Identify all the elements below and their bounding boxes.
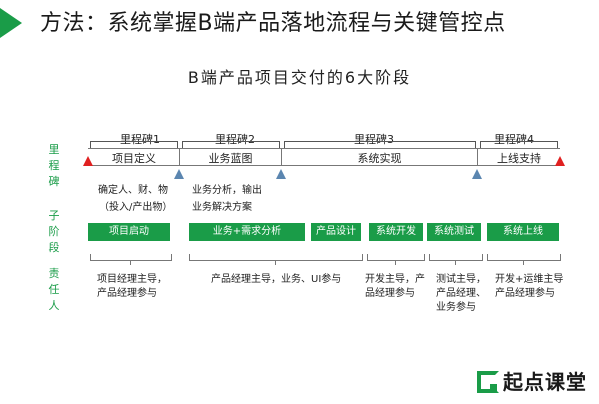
- responsibility-launch-line2: 产品经理参与: [495, 288, 555, 299]
- phase-2-description-line2: 业务解决方案: [192, 202, 252, 213]
- phase-label-blueprint: 业务蓝图: [208, 152, 253, 165]
- header-arrow-icon: [0, 8, 22, 38]
- page-title: 方法：系统掌握B端产品落地流程与关键管控点: [40, 11, 506, 36]
- responsibility-launch-line1: 开发+运维主导: [495, 274, 564, 285]
- brand-name: 起点课堂: [503, 370, 587, 394]
- milestone-3-label: 里程碑3: [354, 133, 394, 146]
- timeline-divider: [179, 148, 180, 165]
- slide-subtitle: B端产品项目交付的6大阶段: [187, 68, 412, 87]
- subphase-system-testing: 系统测试: [427, 223, 481, 241]
- milestone-2-bracket: [182, 141, 280, 149]
- responsibility-bracket-tick: [455, 260, 456, 265]
- responsibility-kickoff-line1: 项目经理主导，: [97, 274, 167, 285]
- milestone-marker-icon: [174, 169, 184, 179]
- phase-label-launch-support: 上线支持: [497, 152, 541, 165]
- timeline-top-line: [88, 148, 560, 149]
- milestone-marker-icon: [276, 169, 286, 179]
- milestone-3-bracket: [284, 141, 476, 149]
- phase-2-description-line1: 业务分析，输出: [192, 185, 262, 196]
- timeline-divider: [281, 148, 282, 165]
- responsibility-bracket-tick: [395, 260, 396, 265]
- milestone-1-bracket: [90, 141, 178, 149]
- responsibility-bracket: [367, 254, 425, 261]
- subphase-project-kickoff: 项目启动: [88, 223, 170, 241]
- responsibility-development-line1: 开发主导，产: [365, 274, 425, 285]
- responsibility-testing-line3: 业务参与: [436, 302, 476, 313]
- brand-logo-icon: [477, 370, 499, 393]
- responsibility-bracket: [429, 254, 483, 261]
- responsibility-analysis-design: 产品经理主导，业务、UI参与: [211, 274, 342, 285]
- responsibility-bracket: [189, 254, 363, 261]
- responsibility-bracket-tick: [130, 260, 131, 265]
- responsibility-development-line2: 品经理参与: [365, 288, 415, 299]
- end-marker-icon: [555, 156, 565, 166]
- phase-1-description-line2: （投入/产出物）: [99, 202, 173, 213]
- responsibility-testing-line2: 产品经理、: [436, 288, 486, 299]
- side-label-subphase: 子阶段: [48, 209, 60, 254]
- subphase-product-design: 产品设计: [311, 223, 361, 241]
- milestone-4-bracket: [480, 141, 558, 149]
- subphase-business-requirement-analysis: 业务+需求分析: [189, 223, 305, 241]
- milestone-1-label: 里程碑1: [120, 133, 160, 146]
- phase-1-description-line1: 确定人、财、物: [98, 185, 168, 196]
- responsibility-testing-line1: 测试主导，: [436, 274, 486, 285]
- responsibility-bracket-tick: [523, 260, 524, 265]
- milestone-4-label: 里程碑4: [494, 133, 534, 146]
- phase-label-implementation: 系统实现: [357, 152, 402, 165]
- side-label-milestone: 里程碑: [48, 143, 60, 188]
- timeline-divider: [477, 148, 478, 165]
- milestone-marker-icon: [472, 169, 482, 179]
- responsibility-kickoff-line2: 产品经理参与: [97, 288, 157, 299]
- phase-label-definition: 项目定义: [112, 152, 156, 165]
- subphase-system-launch: 系统上线: [487, 223, 559, 241]
- responsibility-bracket: [90, 254, 172, 261]
- subphase-system-development: 系统开发: [369, 223, 423, 241]
- responsibility-bracket: [487, 254, 561, 261]
- side-label-responsible: 责任人: [48, 267, 60, 312]
- brand-logo: 起点课堂: [477, 366, 587, 395]
- timeline-bottom-line: [88, 165, 560, 166]
- start-marker-icon: [83, 156, 93, 166]
- milestone-2-label: 里程碑2: [215, 133, 255, 146]
- responsibility-bracket-tick: [275, 260, 276, 265]
